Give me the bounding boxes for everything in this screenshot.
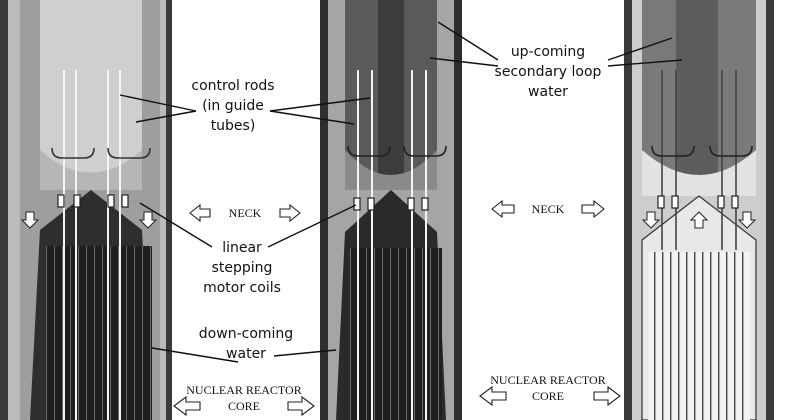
label-secondary-loop-line1: up-coming xyxy=(511,44,585,60)
label-control-rods-line3: tubes) xyxy=(211,118,256,134)
vessel-right-core xyxy=(648,252,750,420)
label-core-right: NUCLEAR REACTOR CORE xyxy=(490,373,605,403)
label-core-left-line1: NUCLEAR REACTOR xyxy=(186,383,301,397)
vessel-left xyxy=(0,0,172,420)
vessel-left-downflow-arrows xyxy=(20,211,158,229)
vessel-center-riser-core xyxy=(378,0,404,190)
label-secondary-loop: up-coming secondary loop water xyxy=(495,44,602,100)
vessel-right-plenum xyxy=(642,150,756,196)
vessel-left-rod-forks xyxy=(51,147,151,159)
vessel-right-flow-arrows xyxy=(641,211,757,229)
vessel-right xyxy=(624,0,774,420)
label-control-rods: control rods (in guide tubes) xyxy=(191,78,274,134)
label-motor-coils-line2: stepping xyxy=(212,260,273,276)
core-left-arrow-left xyxy=(173,395,201,417)
core-right-arrow-right xyxy=(593,385,621,407)
vessel-center-rod-forks xyxy=(347,145,447,157)
label-down-coming: down-coming water xyxy=(199,326,293,362)
label-core-left-line2: CORE xyxy=(228,399,260,413)
vessel-left-plenum xyxy=(40,150,142,190)
label-control-rods-line2: (in guide xyxy=(202,98,264,114)
label-secondary-loop-line2: secondary loop xyxy=(495,64,602,80)
neck-left-arrow-right xyxy=(279,203,301,223)
label-core-right-line2: CORE xyxy=(532,389,564,403)
label-motor-coils-line1: linear xyxy=(222,240,262,256)
vessel-center-core xyxy=(350,248,442,420)
label-secondary-loop-line3: water xyxy=(528,84,568,100)
vessel-right-riser-core xyxy=(676,0,718,190)
label-motor-coils: linear stepping motor coils xyxy=(203,240,281,296)
vessel-left-core xyxy=(46,246,152,420)
label-core-left: NUCLEAR REACTOR CORE xyxy=(186,383,301,413)
vessel-right-motor-coils xyxy=(657,195,739,209)
vessel-center-motor-coils xyxy=(353,197,429,211)
label-control-rods-line1: control rods xyxy=(191,78,274,94)
vessel-right-control-rods xyxy=(661,70,737,250)
core-arrows xyxy=(173,385,621,417)
vessel-right-rod-forks xyxy=(651,145,753,157)
leader-lines xyxy=(119,21,683,363)
label-neck-right: NECK xyxy=(532,202,565,216)
vessel-left-control-rods xyxy=(63,70,121,420)
label-neck-left: NECK xyxy=(229,206,262,220)
core-left-arrow-right xyxy=(287,395,315,417)
vessel-center xyxy=(320,0,462,420)
vessel-center-control-rods xyxy=(357,70,427,420)
neck-right-arrow-left xyxy=(491,199,515,219)
vessel-center-plenum xyxy=(345,150,437,190)
vessel-left-motor-coils xyxy=(57,194,129,208)
label-down-coming-line1: down-coming xyxy=(199,326,293,342)
label-down-coming-line2: water xyxy=(226,346,266,362)
core-right-arrow-left xyxy=(479,385,507,407)
label-core-right-line1: NUCLEAR REACTOR xyxy=(490,373,605,387)
neck-arrows xyxy=(189,199,605,223)
neck-right-arrow-right xyxy=(581,199,605,219)
label-motor-coils-line3: motor coils xyxy=(203,280,281,296)
neck-left-arrow-left xyxy=(189,203,211,223)
